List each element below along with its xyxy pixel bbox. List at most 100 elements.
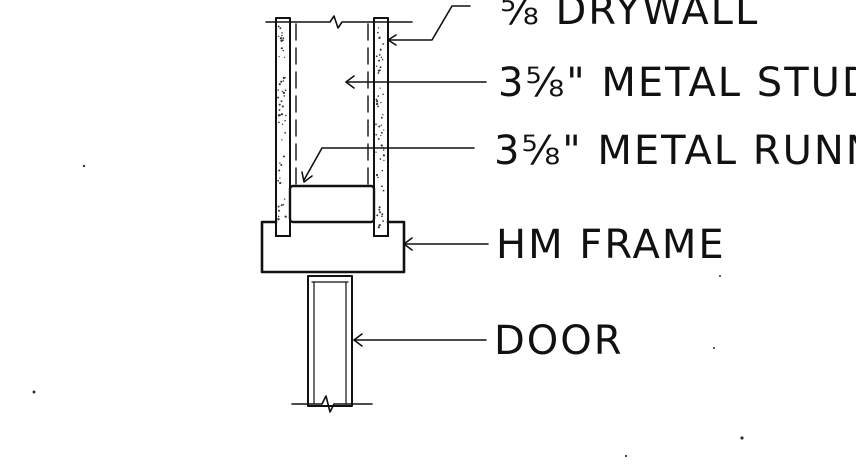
label-metal-studs: 3⅝" METAL STUDS	[498, 60, 856, 106]
stipple-dot	[379, 158, 382, 160]
stipple-dot	[282, 76, 286, 80]
stipple-dot	[382, 154, 385, 157]
drywall-leader	[387, 5, 471, 41]
stipple-dot	[382, 220, 384, 222]
stipple-dot	[277, 114, 281, 117]
stipple-dot	[280, 113, 283, 116]
stipple-dot	[377, 72, 380, 74]
wall-assembly	[265, 15, 413, 237]
stipple-dot	[282, 91, 286, 95]
stipple-dot	[280, 204, 283, 207]
stipple-dot	[380, 56, 383, 59]
stipple-dot	[281, 105, 284, 108]
stipple-dot	[382, 93, 384, 96]
stipple-dot	[279, 162, 281, 164]
break-line-bottom	[291, 395, 373, 413]
stipple-dot	[380, 131, 383, 134]
stipple-dot	[381, 213, 384, 216]
stipple-dot	[375, 133, 377, 136]
stipple-dot	[375, 151, 377, 153]
stipple-dot	[375, 100, 379, 103]
drywall-right	[373, 17, 389, 237]
stipple-dot	[282, 203, 285, 206]
stipple-dot	[376, 214, 379, 217]
stipple-dot	[278, 56, 280, 58]
stipple-dot	[383, 159, 385, 162]
stipple-dot	[284, 132, 287, 134]
stipple-dot	[277, 218, 280, 221]
label-metal-runner: 3⅝" METAL RUNN	[494, 128, 856, 174]
stipple-dot	[277, 215, 280, 218]
stipple-dot	[284, 215, 287, 218]
stipple-dot	[378, 59, 381, 62]
stipple-dot	[380, 116, 383, 119]
stipple-dot	[283, 56, 286, 59]
stipple-dot	[381, 185, 383, 188]
stipple-dot	[282, 49, 284, 52]
stipple-dot	[283, 95, 286, 97]
stipple-dot	[277, 89, 280, 91]
stipple-dot	[378, 208, 381, 211]
stipple-dot	[382, 114, 384, 116]
stipple-dot	[382, 43, 385, 45]
stipple-dot	[377, 105, 379, 108]
stipple-dot	[281, 90, 284, 93]
stipple-dot	[282, 37, 285, 39]
stipple-dot	[281, 123, 284, 126]
label-door: DOOR	[494, 318, 624, 364]
stipple-dot	[375, 123, 377, 126]
scan-specks	[32, 164, 744, 458]
stipple-dot	[281, 139, 283, 141]
stipple-dot	[375, 102, 379, 106]
door-arrowhead	[353, 333, 363, 347]
stipple-dot	[379, 48, 382, 51]
stipple-dot	[375, 55, 378, 58]
frame-arrowhead	[403, 237, 413, 251]
stipple-dot	[378, 206, 381, 209]
stipple-dot	[278, 121, 280, 124]
stipple-dot	[378, 223, 381, 227]
door-leaf	[291, 275, 373, 413]
stipple-dot	[383, 129, 385, 131]
stipple-dot	[377, 95, 379, 97]
stipple-dot	[278, 169, 281, 172]
break-line-top	[265, 15, 413, 29]
stipple-dot	[377, 31, 379, 34]
stipple-dot	[380, 124, 382, 126]
stipple-dot	[284, 76, 286, 79]
stipple-dot	[281, 34, 283, 37]
stipple-dot	[376, 65, 378, 67]
stipple-dot	[380, 144, 383, 147]
stipple-dot	[280, 80, 283, 83]
stipple-dot	[375, 98, 378, 101]
stipple-dot	[282, 155, 285, 157]
stipple-dot	[378, 54, 381, 56]
stipple-dot	[375, 173, 379, 177]
label-drywall: ⅝ DRYWALL	[500, 0, 759, 34]
stipple-dot	[378, 211, 382, 214]
drywall-arrowhead	[387, 34, 397, 46]
stipple-dot	[279, 37, 283, 40]
stipple-dot	[377, 137, 380, 140]
stipple-dot	[378, 69, 381, 72]
hm-frame	[260, 220, 406, 274]
stipple-dot	[282, 39, 284, 41]
stipple-dot	[277, 25, 280, 28]
stipple-dot	[277, 96, 280, 99]
stipple-dot	[277, 179, 279, 182]
stipple-dot	[378, 36, 381, 39]
stipple-dot	[284, 89, 287, 92]
stipple-dot	[282, 80, 285, 82]
stipple-dot	[380, 102, 382, 104]
stipple-dot	[278, 103, 281, 106]
runner-leader	[303, 147, 475, 181]
stipple-dot	[278, 83, 281, 86]
stipple-dot	[378, 125, 381, 128]
stipple-dot	[278, 209, 280, 212]
stipple-dot	[381, 58, 384, 61]
runner-arrowhead	[301, 171, 313, 183]
stipple-dot	[379, 66, 382, 69]
stipple-dot	[283, 198, 286, 200]
stipple-dot	[280, 39, 283, 42]
